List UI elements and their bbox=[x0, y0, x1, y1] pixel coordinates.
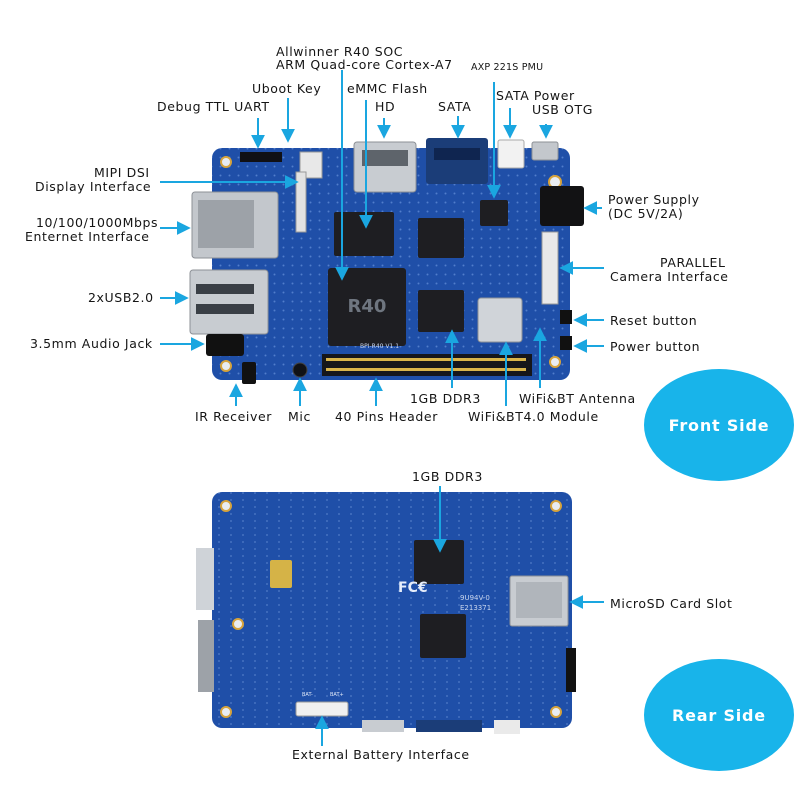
label-uboot-key: Uboot Key bbox=[252, 81, 322, 96]
label-parallel-line2: Camera Interface bbox=[610, 269, 729, 284]
gpio-pins bbox=[326, 358, 526, 371]
label-power-supply-line2: (DC 5V/2A) bbox=[608, 206, 684, 221]
label-debug-uart: Debug TTL UART bbox=[157, 99, 270, 114]
label-ir: IR Receiver bbox=[195, 409, 273, 424]
hdmi-port bbox=[353, 141, 417, 193]
emmc-chip bbox=[334, 212, 394, 256]
label-usb2: 2xUSB2.0 bbox=[88, 290, 154, 305]
label-wifi-module: WiFi&BT4.0 Module bbox=[468, 409, 599, 424]
front-side-badge: Front Side bbox=[644, 369, 794, 481]
audio-jack bbox=[206, 334, 244, 356]
rear-board: FC€ 9U94V-0 E213371 BAT- BAT+ bbox=[196, 492, 576, 734]
label-sata-power: SATA Power bbox=[496, 88, 575, 103]
label-soc-line2: ARM Quad-core Cortex-A7 bbox=[276, 57, 453, 72]
label-reset: Reset button bbox=[610, 313, 698, 328]
soc-chip bbox=[328, 268, 406, 346]
label-antenna: WiFi&BT Antenna bbox=[519, 391, 636, 406]
usb-ports bbox=[189, 269, 269, 335]
pmu-chip bbox=[480, 200, 508, 226]
label-soc-line1: Allwinner R40 SOC bbox=[276, 44, 404, 59]
label-emmc: eMMC Flash bbox=[347, 81, 428, 96]
ddr3-chip-2 bbox=[418, 290, 464, 332]
label-usb-otg: USB OTG bbox=[532, 102, 593, 117]
rear-fcc-mark: FC€ bbox=[398, 580, 428, 596]
wifi-module bbox=[477, 297, 523, 343]
bat-neg: BAT- bbox=[302, 692, 313, 698]
rear-side-badge: Rear Side bbox=[644, 659, 794, 771]
mounting-holes bbox=[220, 156, 562, 372]
battery-connector bbox=[295, 701, 349, 717]
soc-silkscreen: R40 bbox=[348, 296, 387, 317]
dc-jack bbox=[540, 186, 584, 226]
front-pointers bbox=[160, 70, 604, 406]
label-audio: 3.5mm Audio Jack bbox=[30, 336, 153, 351]
label-ddr3-front: 1GB DDR3 bbox=[410, 391, 481, 406]
bat-pos: BAT+ bbox=[330, 692, 344, 698]
label-battery: External Battery Interface bbox=[292, 747, 470, 762]
label-parallel-line1: PARALLEL bbox=[660, 255, 726, 270]
rear-ddr3-chip-1 bbox=[414, 540, 464, 584]
ddr3-chip-1 bbox=[418, 218, 464, 258]
gpio-header bbox=[322, 354, 532, 376]
label-hd: HD bbox=[375, 99, 396, 114]
label-pmu: AXP 221S PMU bbox=[471, 62, 544, 73]
label-mic: Mic bbox=[288, 409, 311, 424]
sata-port bbox=[426, 138, 488, 184]
label-ddr3-rear: 1GB DDR3 bbox=[412, 469, 483, 484]
label-power-supply-line1: Power Supply bbox=[608, 192, 700, 207]
board-tag: BPI-R40 V1.1 bbox=[360, 343, 399, 350]
label-mipi-line1: MIPI DSI bbox=[94, 165, 150, 180]
label-microsd: MicroSD Card Slot bbox=[610, 596, 733, 611]
label-sata: SATA bbox=[438, 99, 472, 114]
rear-pointers bbox=[315, 486, 604, 746]
label-ethernet-line2: Enternet Interface bbox=[25, 229, 150, 244]
rear-ddr3-chip-2 bbox=[420, 614, 466, 658]
rear-code-1: 9U94V-0 bbox=[460, 594, 490, 602]
front-board: R40 BPI-R40 V1.1 bbox=[189, 138, 584, 384]
label-power-button: Power button bbox=[610, 339, 701, 354]
rear-code-2: E213371 bbox=[460, 604, 491, 612]
label-header40: 40 Pins Header bbox=[335, 409, 438, 424]
label-ethernet-line1: 10/100/1000Mbps bbox=[36, 215, 159, 230]
label-mipi-line2: Display Interface bbox=[35, 179, 152, 194]
